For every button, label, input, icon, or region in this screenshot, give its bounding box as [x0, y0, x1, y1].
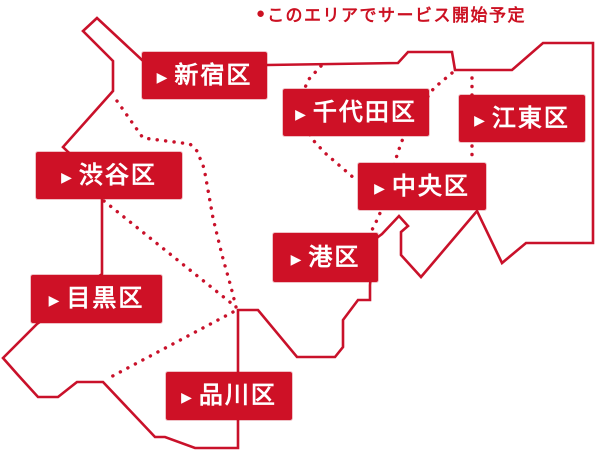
ward-name: 目黒区 — [66, 285, 145, 312]
ward-label-chiyoda[interactable]: ▶ 千代田区 — [283, 89, 429, 136]
arrow-right-icon: ▶ — [474, 111, 485, 128]
ward-label-shinagawa[interactable]: ▶ 品川区 — [166, 372, 292, 420]
boundary-meguro-shinagawa — [105, 310, 235, 381]
ward-label-shinjuku[interactable]: ▶ 新宿区 — [142, 52, 267, 99]
ward-label-meguro[interactable]: ▶ 目黒区 — [31, 275, 162, 323]
ward-name: 渋谷区 — [78, 161, 157, 189]
arrow-right-icon: ▶ — [48, 292, 60, 308]
ward-label-shibuya[interactable]: ▶ 渋谷区 — [36, 152, 182, 199]
arrow-right-icon: ▶ — [290, 250, 302, 267]
arrow-right-icon: ▶ — [61, 168, 72, 185]
ward-name: 港区 — [308, 243, 361, 271]
ward-name: 千代田区 — [312, 98, 417, 126]
arrow-right-icon: ▶ — [156, 68, 168, 85]
boundary-shinjuku-shibuya-minato — [115, 99, 238, 309]
ward-label-minato[interactable]: ▶ 港区 — [273, 233, 378, 282]
arrow-right-icon: ▶ — [295, 105, 306, 122]
ward-name: 江東区 — [491, 104, 570, 132]
legend-text: このエリアでサービス開始予定 — [267, 6, 527, 25]
ward-label-koto[interactable]: ▶ 江東区 — [459, 95, 585, 142]
ward-name: 品川区 — [198, 382, 277, 409]
arrow-right-icon: ▶ — [374, 179, 385, 196]
ward-name: 中央区 — [391, 172, 470, 200]
legend: ● このエリアでサービス開始予定 — [256, 1, 526, 26]
boundary-shibuya-meguro — [102, 199, 238, 309]
map-outline — [1, 16, 595, 450]
arrow-right-icon: ▶ — [181, 389, 192, 405]
legend-dot-icon: ● — [256, 5, 266, 22]
ward-label-chuo[interactable]: ▶ 中央区 — [358, 163, 486, 210]
ward-name: 新宿区 — [174, 61, 253, 89]
